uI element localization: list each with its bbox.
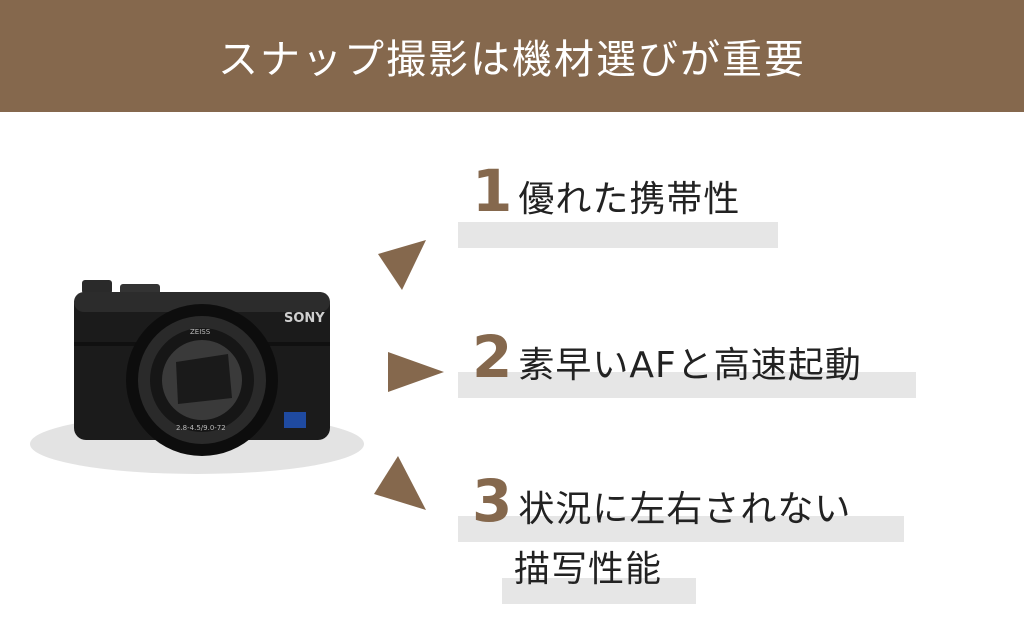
lens-brand-text: ZEISS — [190, 328, 211, 336]
feature-2-number: 2 — [472, 323, 513, 391]
feature-3-number: 3 — [472, 467, 513, 535]
highlight-bar-3a — [458, 516, 904, 542]
title-banner: スナップ撮影は機材選びが重要 — [0, 0, 1024, 112]
lens-spec-text: 2.8-4.5/9.0-72 — [176, 424, 226, 432]
feature-2-label: 素早いAFと高速起動 — [518, 344, 862, 386]
highlight-bar-2 — [458, 372, 916, 398]
banner-title: スナップ撮影は機材選びが重要 — [218, 37, 806, 83]
feature-2: 2 素早いAFと高速起動 — [472, 328, 862, 386]
camera-icon: SONY ZEISS 2.8-4.5/9.0-72 — [74, 280, 330, 456]
camera-brand: SONY — [284, 311, 325, 326]
feature-3-label-line2: 描写性能 — [514, 549, 663, 590]
arrow-1-icon — [378, 240, 426, 290]
arrow-2-icon — [388, 352, 444, 392]
feature-3-label-line1: 状況に左右されない — [518, 488, 852, 530]
feature-1-number: 1 — [472, 157, 513, 225]
arrow-3-icon — [374, 456, 426, 510]
feature-1-label: 優れた携帯性 — [518, 178, 741, 220]
camera-illustration: SONY ZEISS 2.8-4.5/9.0-72 — [20, 262, 380, 482]
feature-3: 3 状況に左右されない — [472, 472, 851, 530]
highlight-bar-3b — [502, 578, 696, 604]
feature-1: 1 優れた携帯性 — [472, 162, 740, 220]
highlight-bar-1 — [458, 222, 778, 248]
